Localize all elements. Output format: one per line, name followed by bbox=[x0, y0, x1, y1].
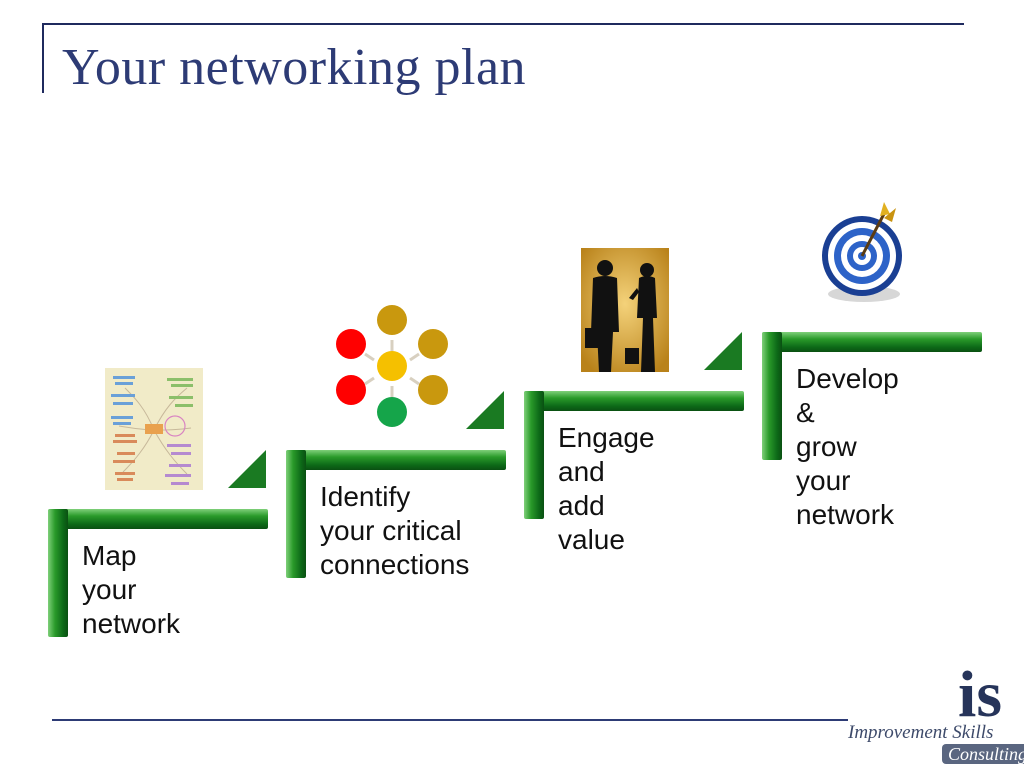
circle-center bbox=[377, 351, 407, 381]
circle-green-bottom bbox=[377, 397, 407, 427]
step-label: Engage and add value bbox=[558, 422, 655, 555]
slide-title: Your networking plan bbox=[62, 39, 527, 96]
step-bar bbox=[524, 391, 744, 411]
mind-map-image bbox=[105, 368, 203, 490]
circle-red-upper bbox=[336, 329, 366, 359]
company-logo: is Improvement Skills Consulting bbox=[846, 658, 1024, 766]
logo-company-suffix: Consulting bbox=[942, 744, 1024, 764]
step-label: Develop & grow your network bbox=[796, 363, 899, 530]
mind-map-graphic bbox=[105, 368, 203, 490]
step-label: Identify your critical connections bbox=[320, 481, 470, 580]
step-post bbox=[524, 391, 544, 519]
step-bar bbox=[762, 332, 982, 352]
step-arrow-icon bbox=[466, 391, 504, 429]
bottom-rule bbox=[52, 719, 848, 721]
circle-red-lower bbox=[336, 375, 366, 405]
top-corner-rule bbox=[42, 23, 44, 93]
step-arrow-icon bbox=[704, 332, 742, 370]
step-bar bbox=[286, 450, 506, 470]
step-post bbox=[762, 332, 782, 460]
step-arrow-icon bbox=[228, 450, 266, 488]
logo-company-name: Improvement Skills bbox=[848, 722, 994, 743]
business-silhouettes-image bbox=[581, 248, 669, 372]
step-label: Map your network bbox=[82, 540, 181, 639]
step-bar bbox=[48, 509, 268, 529]
business-silhouettes-graphic bbox=[581, 248, 669, 372]
step-post bbox=[48, 509, 68, 637]
top-rule bbox=[42, 23, 964, 25]
circle-gold-lower-right bbox=[418, 375, 448, 405]
dartboard-target-image bbox=[814, 200, 914, 310]
circle-gold-upper-right bbox=[418, 329, 448, 359]
connection-circles-image bbox=[332, 302, 452, 432]
logo-mark: is bbox=[958, 658, 1003, 731]
step-post bbox=[286, 450, 306, 578]
dartboard-target-graphic bbox=[822, 202, 902, 302]
circle-gold-top bbox=[377, 305, 407, 335]
connection-circles-graphic bbox=[336, 305, 448, 427]
